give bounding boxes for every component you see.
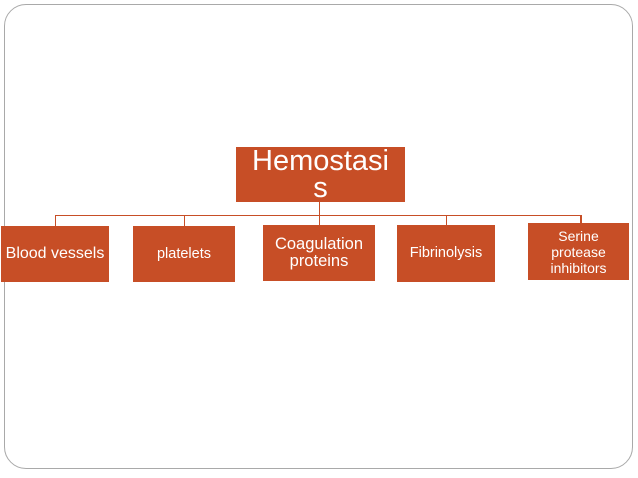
connector-drop-platelets xyxy=(183,215,185,226)
node-fibrinolysis: Fibrinolysis xyxy=(397,225,495,282)
node-coagulation-proteins: Coagulation proteins xyxy=(263,225,375,281)
node-label: Coagulation proteins xyxy=(274,235,364,270)
node-label: Fibrinolysis xyxy=(409,245,483,261)
node-label: Blood vessels xyxy=(5,245,105,262)
node-platelets: platelets xyxy=(133,226,235,282)
connector-root-drop xyxy=(318,202,320,225)
connector-drop-serine xyxy=(580,215,582,223)
node-label: Serine protease inhibitors xyxy=(550,227,607,276)
connector-horizontal-rail xyxy=(54,214,582,216)
connector-drop-blood-vessels xyxy=(54,215,56,226)
node-serine-protease-inhibitors: Serine protease inhibitors xyxy=(528,223,629,280)
connector-drop-fibrinolysis xyxy=(445,215,447,225)
node-label: Hemostasi s xyxy=(252,144,389,204)
node-label: platelets xyxy=(156,245,211,262)
node-hemostasis: Hemostasi s xyxy=(236,144,405,204)
node-blood-vessels: Blood vessels xyxy=(1,226,109,282)
